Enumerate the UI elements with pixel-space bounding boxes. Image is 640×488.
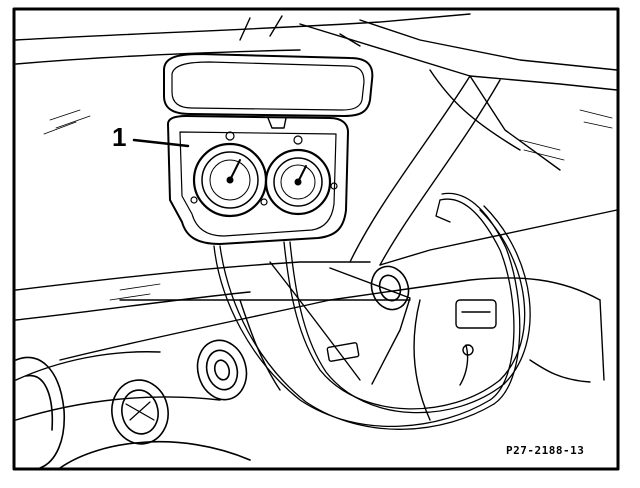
shading-hatch [43,109,613,301]
callout-leader [132,138,190,148]
air-vent-icon [370,265,410,311]
windshield-frame [15,13,618,171]
steering-wheel [15,356,251,469]
figure-code: P27-2188-13 [506,444,585,457]
dashboard [15,261,411,421]
door-handle [455,299,591,386]
air-vent-icon [196,339,248,401]
gauge-housing [167,115,349,245]
analog-gauge-icon [190,131,268,218]
analog-gauge-icon [264,135,338,216]
a-pillar [349,75,618,421]
figure-border [12,7,620,471]
air-vent-icon [111,379,169,445]
rear-view-mirror-icon [163,53,374,129]
callout-label: 1 [112,122,127,152]
gauge-hoses [213,192,531,430]
